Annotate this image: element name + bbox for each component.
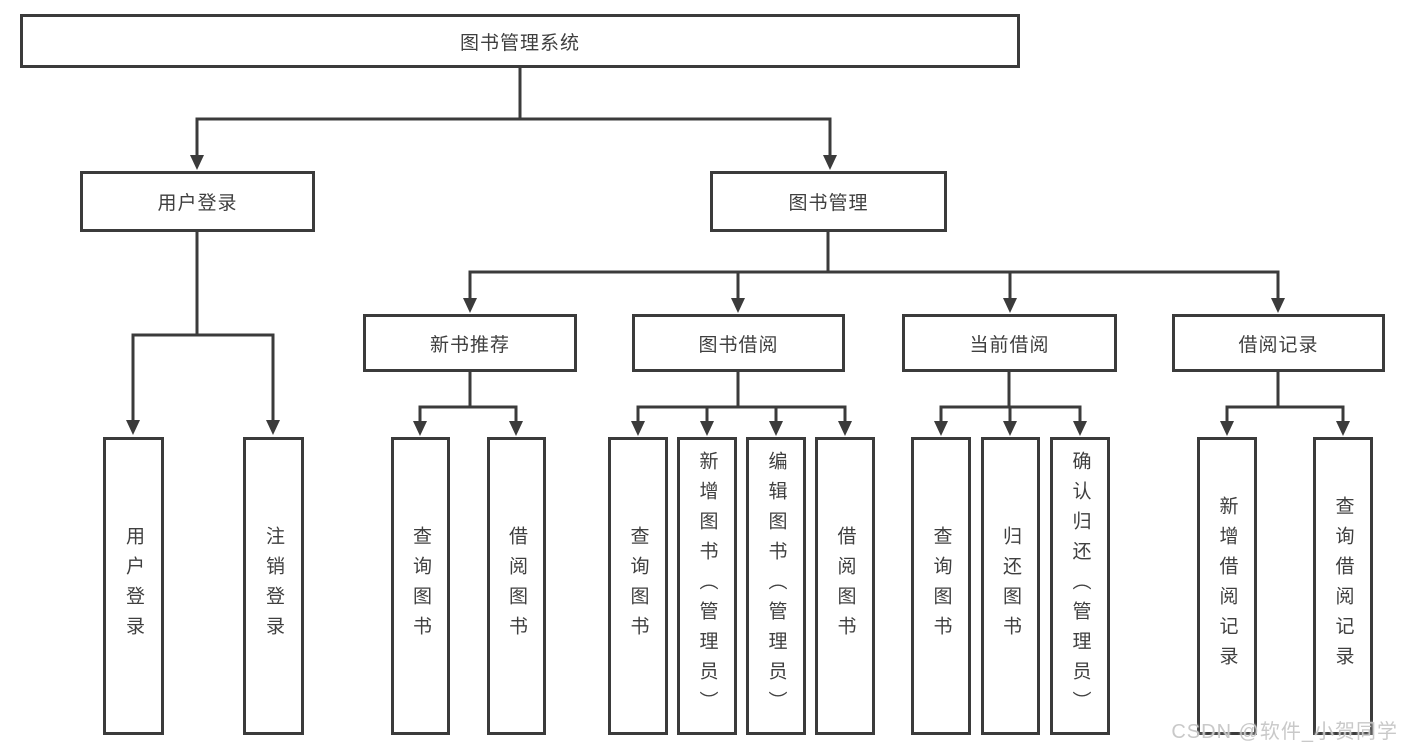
- node-book-borrowing: 图书借阅: [632, 314, 845, 372]
- leaf-user-login: 用户登录: [103, 437, 164, 735]
- node-book-management: 图书管理: [710, 171, 947, 232]
- leaf-add-borrow-record: 新增借阅记录: [1197, 437, 1257, 735]
- leaf-logout: 注销登录: [243, 437, 304, 735]
- node-new-book-recommend: 新书推荐: [363, 314, 577, 372]
- leaf-add-book-admin: 新增图书（管理员）: [677, 437, 737, 735]
- leaf-edit-book-admin: 编辑图书（管理员）: [746, 437, 806, 735]
- leaf-query-borrow-record: 查询借阅记录: [1313, 437, 1373, 735]
- leaf-borrow-books-recommend: 借阅图书: [487, 437, 546, 735]
- node-library-management-system: 图书管理系统: [20, 14, 1020, 68]
- node-borrowing-records: 借阅记录: [1172, 314, 1385, 372]
- node-user-login: 用户登录: [80, 171, 315, 232]
- node-current-borrowing: 当前借阅: [902, 314, 1117, 372]
- leaf-query-books-current: 查询图书: [911, 437, 971, 735]
- leaf-confirm-return-admin: 确认归还（管理员）: [1050, 437, 1110, 735]
- leaf-query-books-recommend: 查询图书: [391, 437, 450, 735]
- leaf-query-books-borrowing: 查询图书: [608, 437, 668, 735]
- leaf-return-books: 归还图书: [981, 437, 1040, 735]
- leaf-borrow-books-borrowing: 借阅图书: [815, 437, 875, 735]
